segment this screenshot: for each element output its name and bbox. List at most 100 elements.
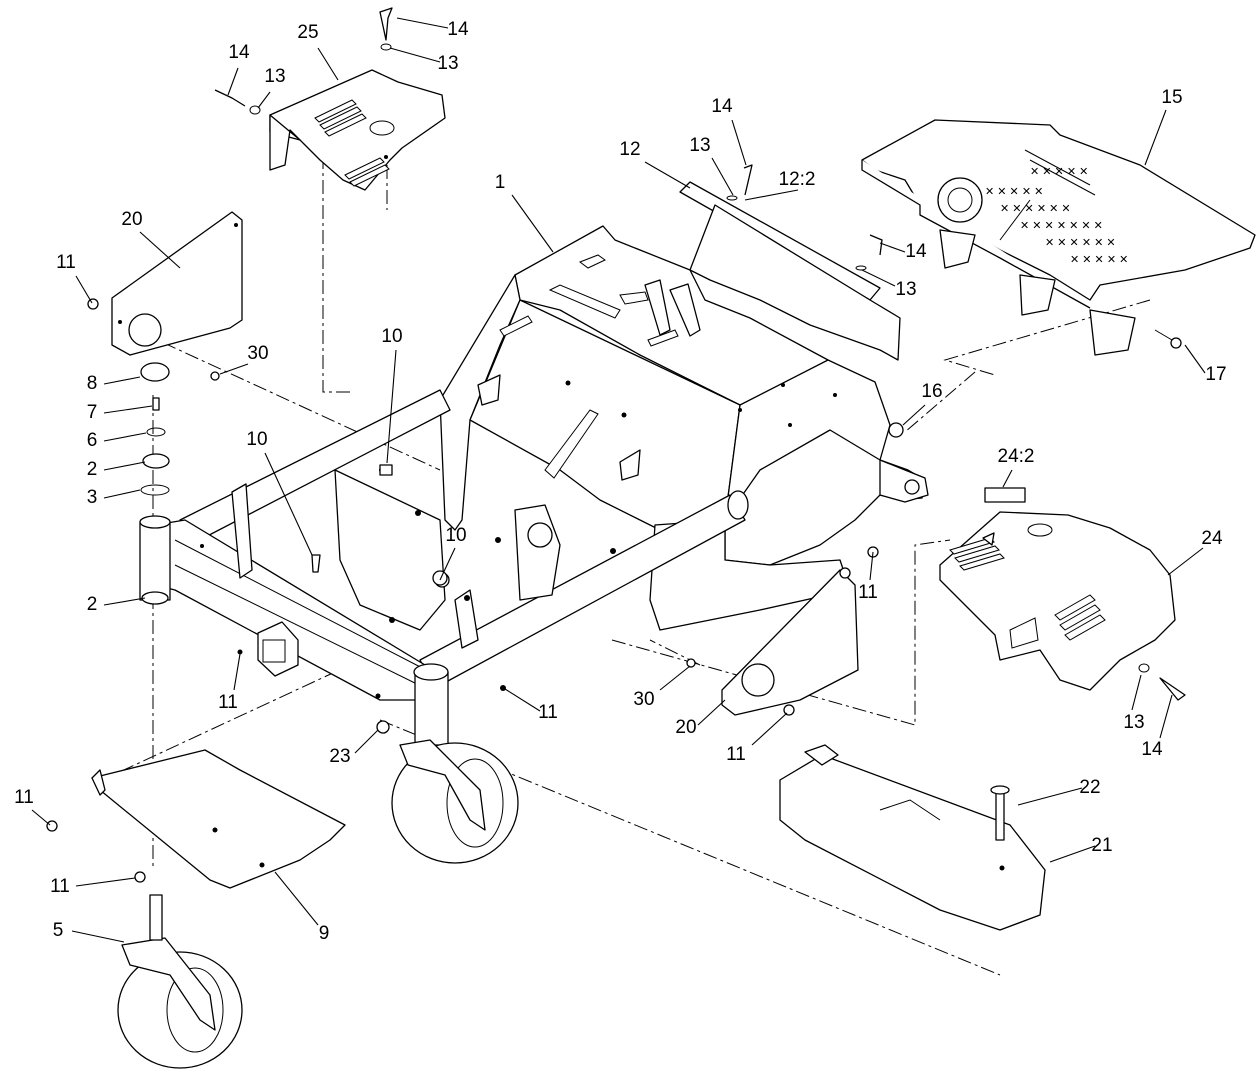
callout-leader xyxy=(354,729,379,754)
callout-label: 11 xyxy=(50,876,70,897)
callout-label: 14 xyxy=(1141,739,1163,760)
callout-label: 20 xyxy=(675,717,696,738)
left-side-plate xyxy=(111,211,243,356)
callout-label: 23 xyxy=(329,746,350,767)
svg-text:✕ ✕ ✕ ✕ ✕ ✕: ✕ ✕ ✕ ✕ ✕ ✕ xyxy=(1000,203,1071,215)
foot-platform: ✕ ✕ ✕ ✕ ✕ ✕ ✕ ✕ ✕ ✕ ✕ ✕ ✕ ✕ ✕ ✕ ✕ ✕ ✕ ✕ … xyxy=(861,119,1256,356)
callout-label: 9 xyxy=(319,923,330,944)
callout-label: 13 xyxy=(1123,712,1144,733)
callout-label: 14 xyxy=(711,96,733,117)
callout-label: 3 xyxy=(87,487,98,508)
callout-label: 11 xyxy=(538,702,558,723)
front-axle xyxy=(139,389,749,746)
callout-leader xyxy=(103,597,146,606)
callout-leader xyxy=(274,871,319,926)
callout-leader xyxy=(389,47,441,63)
callout-leader xyxy=(233,653,241,691)
callout-leader xyxy=(396,17,449,29)
top-left-cover-vents xyxy=(314,99,390,187)
deflector-plate xyxy=(679,181,901,361)
callout-label: 14 xyxy=(905,241,927,262)
callout-leader xyxy=(264,452,313,556)
callout-label: 11 xyxy=(218,692,238,713)
callout-label: 13 xyxy=(689,135,710,156)
callout-leader xyxy=(744,189,799,201)
callout-leader xyxy=(103,461,146,471)
decal-24-2 xyxy=(984,487,1026,503)
callout-leader xyxy=(751,712,788,746)
callout-leader xyxy=(1002,469,1013,488)
callout-leader xyxy=(386,349,397,464)
callout-label: 2 xyxy=(87,459,98,480)
callout-leader xyxy=(219,363,249,375)
svg-text:✕ ✕ ✕ ✕ ✕: ✕ ✕ ✕ ✕ ✕ xyxy=(1070,254,1128,266)
caster-wheel-left xyxy=(117,894,243,1069)
svg-text:✕ ✕ ✕ ✕ ✕: ✕ ✕ ✕ ✕ ✕ xyxy=(1030,166,1088,178)
callout-label: 13 xyxy=(895,279,916,300)
callout-leader xyxy=(1049,845,1096,863)
callout-label: 12:2 xyxy=(779,169,816,190)
callout-label: 11 xyxy=(858,582,878,603)
callout-label: 10 xyxy=(381,326,402,347)
callout-label: 10 xyxy=(445,525,466,546)
top-left-cover xyxy=(269,69,446,191)
callout-leader xyxy=(644,161,691,189)
callout-leader xyxy=(731,119,747,166)
callout-leader xyxy=(1184,344,1206,374)
callout-leader xyxy=(659,665,691,691)
callout-leader xyxy=(71,930,125,943)
callout-leader xyxy=(227,67,239,96)
skid-plate xyxy=(91,749,346,889)
callout-label: 22 xyxy=(1079,777,1100,798)
callout-leader xyxy=(1017,787,1083,806)
callout-label: 20 xyxy=(121,209,142,230)
svg-text:✕ ✕ ✕ ✕ ✕ ✕ ✕: ✕ ✕ ✕ ✕ ✕ ✕ ✕ xyxy=(1020,220,1103,232)
caster-wheel-right xyxy=(391,739,519,864)
callout-leader xyxy=(257,91,271,109)
callout-label: 11 xyxy=(726,744,746,765)
callout-leader xyxy=(103,432,147,442)
callout-leader xyxy=(697,699,726,726)
callout-label: 11 xyxy=(14,787,34,808)
callout-leader xyxy=(1159,694,1173,739)
callout-leader xyxy=(504,688,541,712)
callout-leader xyxy=(103,489,141,499)
callout-label: 24 xyxy=(1201,528,1223,549)
front-weight xyxy=(779,744,1046,931)
foot-platform-grip-pattern: ✕ ✕ ✕ ✕ ✕ ✕ ✕ ✕ ✕ ✕ ✕ ✕ ✕ ✕ ✕ ✕ ✕ ✕ ✕ ✕ … xyxy=(985,166,1128,266)
callout-leader xyxy=(317,47,339,81)
callout-label: 30 xyxy=(247,343,268,364)
callout-label: 12 xyxy=(619,139,640,160)
callout-leader xyxy=(139,231,181,269)
callout-label: 2 xyxy=(87,594,98,615)
callout-label: 16 xyxy=(921,381,942,402)
callout-leader xyxy=(75,877,136,887)
callout-label: 7 xyxy=(87,402,98,423)
callout-label: 30 xyxy=(633,689,654,710)
callout-leader xyxy=(879,242,906,253)
callout-leader xyxy=(103,376,141,385)
callout-label: 14 xyxy=(228,42,250,63)
callout-leader xyxy=(861,269,896,287)
callout-label: 1 xyxy=(495,172,506,193)
callout-label: 6 xyxy=(87,430,98,451)
callout-leader xyxy=(511,194,554,253)
callout-label: 21 xyxy=(1091,835,1112,856)
callout-leader xyxy=(75,275,93,304)
callout-label: 24:2 xyxy=(998,446,1035,467)
callout-leader xyxy=(439,547,456,581)
callout-label: 11 xyxy=(56,252,76,273)
right-cover xyxy=(939,487,1176,691)
callout-leader xyxy=(1144,109,1167,166)
callout-label: 8 xyxy=(87,373,98,394)
callout-label: 13 xyxy=(264,66,285,87)
svg-text:✕ ✕ ✕ ✕ ✕ ✕: ✕ ✕ ✕ ✕ ✕ ✕ xyxy=(1045,237,1116,249)
callout-leader xyxy=(869,551,874,581)
hardware xyxy=(46,7,1186,883)
callout-leader xyxy=(31,809,51,826)
callout-label: 15 xyxy=(1161,87,1182,108)
callout-label: 25 xyxy=(297,22,318,43)
main-frame xyxy=(439,225,929,631)
